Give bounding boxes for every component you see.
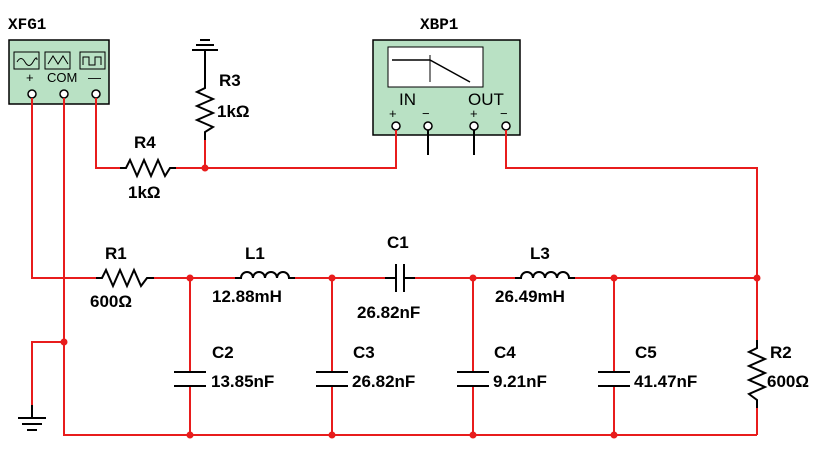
capacitor-c4[interactable]: C4 9.21nF: [457, 343, 547, 391]
inductor-l3[interactable]: L3 26.49mH: [495, 244, 575, 306]
triangle-wave-icon: [47, 55, 69, 65]
c2-label: C2: [212, 343, 234, 362]
xfg1-minus-label: —: [88, 70, 101, 85]
xbp1-out-minus-label: −: [500, 106, 508, 121]
r4-label: R4: [134, 133, 156, 152]
c5-label: C5: [635, 343, 657, 362]
c1-label: C1: [387, 233, 409, 252]
xfg1-plus-terminal[interactable]: [27, 89, 37, 99]
capacitor-c2[interactable]: C2 13.85nF: [174, 343, 274, 391]
c3-label: C3: [353, 343, 375, 362]
l3-label: L3: [530, 244, 550, 263]
xbp1-in-plus-label: +: [389, 106, 397, 121]
wires: [31, 50, 758, 436]
waveform-buttons: [13, 51, 106, 70]
l1-label: L1: [245, 244, 265, 263]
c2-value: 13.85nF: [211, 372, 274, 391]
square-wave-icon: [82, 56, 102, 66]
c3-value: 26.82nF: [352, 372, 415, 391]
junctions: [60, 164, 761, 439]
triangle-wave-button[interactable]: [44, 51, 71, 70]
l1-value: 12.88mH: [212, 287, 282, 306]
xbp1-out-label: OUT: [468, 90, 504, 109]
xbp1-in-minus-label: −: [422, 106, 430, 121]
r3-value: 1kΩ: [217, 102, 250, 121]
resistor-r1[interactable]: R1 600Ω: [90, 244, 154, 311]
xbp1-out-minus-terminal[interactable]: [501, 121, 511, 131]
resistor-r4[interactable]: R4 1kΩ: [120, 133, 176, 202]
c4-label: C4: [494, 343, 516, 362]
capacitor-c3[interactable]: C3 26.82nF: [316, 343, 415, 391]
r1-label: R1: [105, 244, 127, 263]
l3-value: 26.49mH: [495, 287, 565, 306]
resistor-r2[interactable]: R2 600Ω: [746, 340, 809, 408]
r1-value: 600Ω: [90, 292, 132, 311]
capacitor-c5[interactable]: C5 41.47nF: [598, 343, 697, 391]
xfg1-com-label: COM: [47, 70, 77, 85]
c1-value: 26.82nF: [357, 303, 420, 322]
xbp1-out-plus-label: +: [470, 106, 478, 121]
function-generator-xfg1[interactable]: XFG1 + COM —: [8, 16, 110, 105]
bode-plotter-xbp1[interactable]: XBP1 IN OUT + − + −: [372, 16, 521, 136]
r4-value: 1kΩ: [128, 183, 161, 202]
c4-value: 9.21nF: [493, 372, 547, 391]
sine-wave-button[interactable]: [13, 51, 40, 70]
r2-label: R2: [770, 343, 792, 362]
resistor-r3[interactable]: R3 1kΩ: [194, 71, 250, 140]
xfg1-minus-terminal[interactable]: [91, 89, 101, 99]
ground-icon: [18, 417, 46, 431]
inductor-l1[interactable]: L1 12.88mH: [212, 244, 295, 306]
c5-value: 41.47nF: [634, 372, 697, 391]
xbp1-in-minus-terminal[interactable]: [423, 121, 433, 131]
xbp1-out-plus-terminal[interactable]: [469, 121, 479, 131]
xbp1-label: XBP1: [420, 16, 458, 34]
r2-value: 600Ω: [767, 372, 809, 391]
r3-label: R3: [219, 71, 241, 90]
sine-wave-icon: [16, 57, 38, 66]
square-wave-button[interactable]: [79, 51, 106, 70]
ground-icon: [192, 39, 218, 51]
xbp1-in-label: IN: [399, 90, 416, 109]
xfg1-label: XFG1: [8, 16, 46, 34]
xfg1-com-terminal[interactable]: [59, 89, 69, 99]
capacitor-c1[interactable]: C1 26.82nF: [357, 233, 420, 322]
xbp1-in-plus-terminal[interactable]: [391, 121, 401, 131]
xfg1-plus-label: +: [26, 70, 34, 85]
